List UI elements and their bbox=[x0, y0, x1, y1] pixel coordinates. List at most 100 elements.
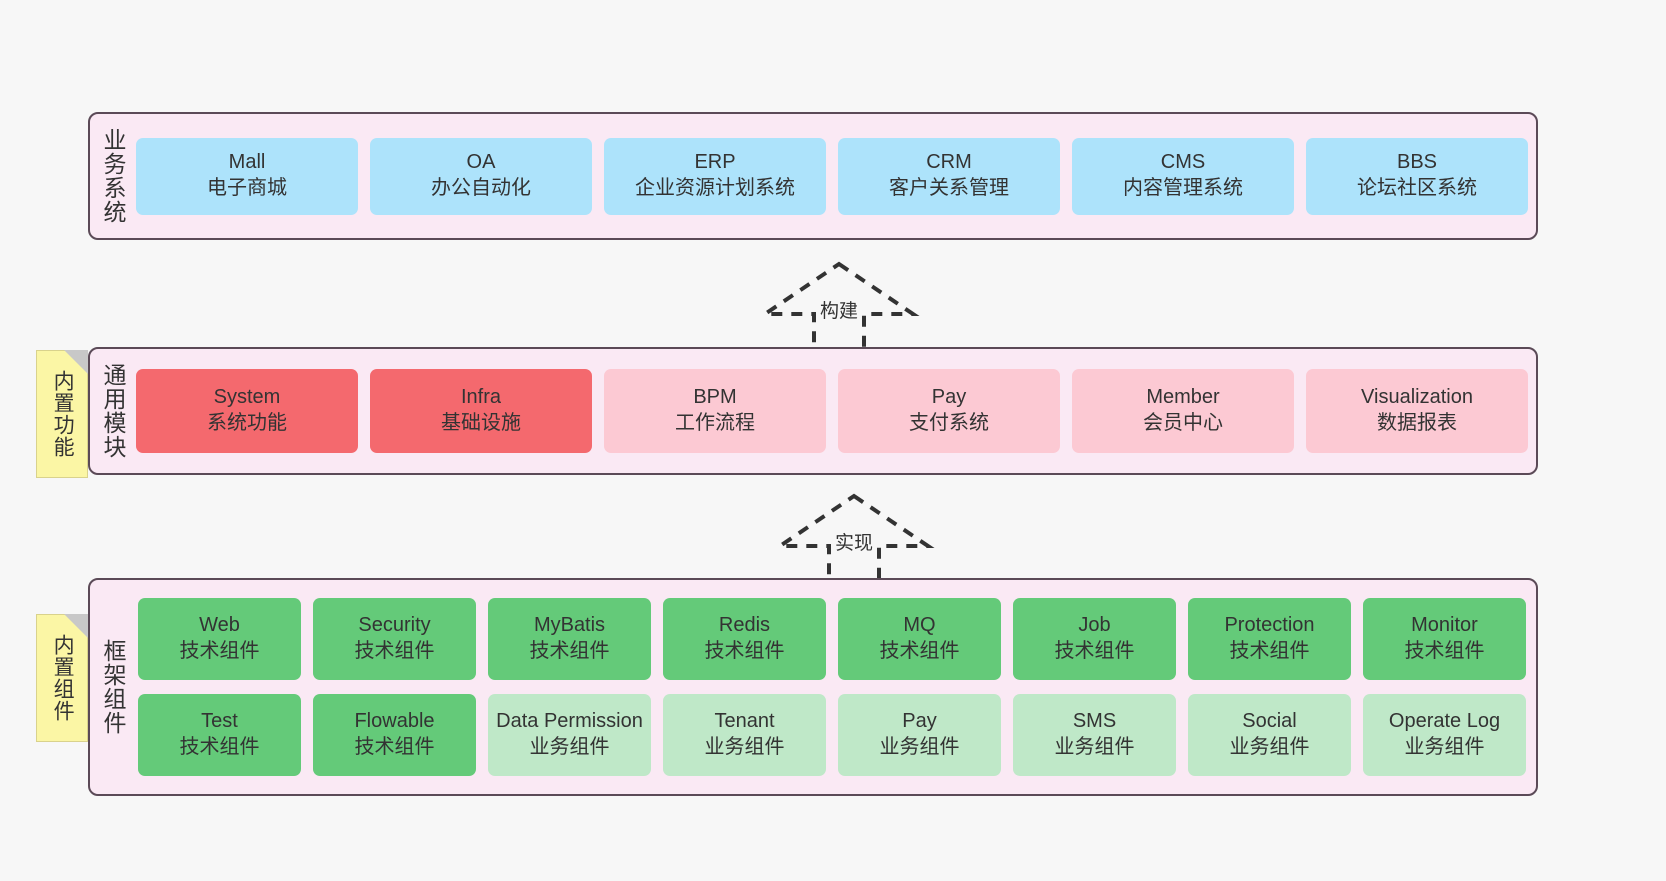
card-security-cn: 技术组件 bbox=[354, 640, 435, 662]
card-pay-module-en: Pay bbox=[931, 386, 967, 409]
card-erp-cn: 企业资源计划系统 bbox=[635, 177, 795, 199]
card-operate-log-en: Operate Log bbox=[1388, 710, 1501, 733]
card-web-cn: 技术组件 bbox=[179, 640, 260, 662]
card-redis[interactable]: Redis 技术组件 bbox=[663, 598, 826, 680]
card-job[interactable]: Job 技术组件 bbox=[1013, 598, 1176, 680]
card-tenant-en: Tenant bbox=[714, 710, 775, 733]
card-protection[interactable]: Protection 技术组件 bbox=[1188, 598, 1351, 680]
card-monitor[interactable]: Monitor 技术组件 bbox=[1363, 598, 1526, 680]
card-security-en: Security bbox=[358, 614, 431, 637]
card-monitor-cn: 技术组件 bbox=[1404, 640, 1485, 662]
card-redis-en: Redis bbox=[718, 614, 771, 637]
card-oa[interactable]: OA 办公自动化 bbox=[370, 137, 592, 215]
card-visualization-cn: 数据报表 bbox=[1377, 412, 1457, 434]
layer-business-systems[interactable]: 业务系统 Mall 电子商城 OA 办公自动化 ERP 企业资源计划系统 CRM… bbox=[88, 112, 1538, 240]
card-test-en: Test bbox=[201, 710, 238, 733]
card-web-en: Web bbox=[199, 614, 240, 637]
card-protection-en: Protection bbox=[1224, 614, 1315, 637]
card-system-en: System bbox=[213, 386, 281, 409]
card-job-cn: 技术组件 bbox=[1054, 640, 1135, 662]
card-visualization-en: Visualization bbox=[1361, 386, 1473, 409]
card-infra[interactable]: Infra 基础设施 bbox=[370, 369, 592, 453]
card-infra-cn: 基础设施 bbox=[441, 412, 521, 434]
card-flowable-en: Flowable bbox=[354, 710, 435, 733]
card-crm-en: CRM bbox=[926, 151, 972, 174]
card-sms[interactable]: SMS 业务组件 bbox=[1013, 694, 1176, 776]
card-social-en: Social bbox=[1242, 710, 1297, 733]
layer-body-framework: Web 技术组件 Security 技术组件 MyBatis 技术组件 Redi… bbox=[134, 580, 1536, 794]
card-data-permission-cn: 业务组件 bbox=[529, 736, 610, 758]
card-test[interactable]: Test 技术组件 bbox=[138, 694, 301, 776]
card-oa-cn: 办公自动化 bbox=[431, 177, 531, 199]
card-bbs[interactable]: BBS 论坛社区系统 bbox=[1306, 137, 1528, 215]
card-crm-cn: 客户关系管理 bbox=[889, 177, 1009, 199]
card-monitor-en: Monitor bbox=[1411, 614, 1478, 637]
card-pay-component-cn: 业务组件 bbox=[879, 736, 960, 758]
card-member[interactable]: Member 会员中心 bbox=[1072, 369, 1294, 453]
card-sms-en: SMS bbox=[1072, 710, 1117, 733]
card-data-permission-en: Data Permission bbox=[496, 710, 643, 733]
card-infra-en: Infra bbox=[460, 386, 502, 409]
card-mq-cn: 技术组件 bbox=[879, 640, 960, 662]
card-sms-cn: 业务组件 bbox=[1054, 736, 1135, 758]
card-bpm-cn: 工作流程 bbox=[675, 412, 755, 434]
card-social[interactable]: Social 业务组件 bbox=[1188, 694, 1351, 776]
card-test-cn: 技术组件 bbox=[179, 736, 260, 758]
card-mall-cn: 电子商城 bbox=[207, 177, 287, 199]
card-mybatis[interactable]: MyBatis 技术组件 bbox=[488, 598, 651, 680]
card-social-cn: 业务组件 bbox=[1229, 736, 1310, 758]
layer-body-business: Mall 电子商城 OA 办公自动化 ERP 企业资源计划系统 CRM 客户关系… bbox=[134, 114, 1536, 238]
card-cms-cn: 内容管理系统 bbox=[1123, 177, 1243, 199]
card-crm[interactable]: CRM 客户关系管理 bbox=[838, 137, 1060, 215]
layer-title-business: 业务系统 bbox=[99, 128, 126, 224]
card-pay-module-cn: 支付系统 bbox=[909, 412, 989, 434]
connector-realize: 实现 bbox=[764, 490, 944, 590]
card-bpm[interactable]: BPM 工作流程 bbox=[604, 369, 826, 453]
layer-framework-components[interactable]: 框架组件 Web 技术组件 Security 技术组件 MyBatis 技术组件… bbox=[88, 578, 1538, 796]
card-flowable[interactable]: Flowable 技术组件 bbox=[313, 694, 476, 776]
card-tenant[interactable]: Tenant 业务组件 bbox=[663, 694, 826, 776]
card-job-en: Job bbox=[1078, 614, 1111, 637]
card-oa-en: OA bbox=[466, 151, 496, 174]
build-arrow-outline bbox=[758, 261, 920, 356]
card-cms-en: CMS bbox=[1160, 151, 1206, 174]
layer-title-framework: 框架组件 bbox=[99, 639, 126, 735]
card-web[interactable]: Web 技术组件 bbox=[138, 598, 301, 680]
card-mybatis-cn: 技术组件 bbox=[529, 640, 610, 662]
card-pay-component-en: Pay bbox=[902, 710, 937, 733]
card-data-permission[interactable]: Data Permission 业务组件 bbox=[488, 694, 651, 776]
card-tenant-cn: 业务组件 bbox=[704, 736, 785, 758]
card-mybatis-en: MyBatis bbox=[533, 614, 606, 637]
card-pay-module[interactable]: Pay 支付系统 bbox=[838, 369, 1060, 453]
card-bbs-en: BBS bbox=[1396, 151, 1438, 174]
card-system[interactable]: System 系统功能 bbox=[136, 369, 358, 453]
layer-common-modules[interactable]: 通用模块 System 系统功能 Infra 基础设施 BPM 工作流程 Pay… bbox=[88, 347, 1538, 475]
card-operate-log-cn: 业务组件 bbox=[1404, 736, 1485, 758]
card-bpm-en: BPM bbox=[693, 386, 737, 409]
layer-title-modules: 通用模块 bbox=[99, 363, 126, 459]
card-member-en: Member bbox=[1146, 386, 1220, 409]
framework-biz-row: Test 技术组件 Flowable 技术组件 Data Permission … bbox=[138, 694, 1526, 776]
card-system-cn: 系统功能 bbox=[207, 412, 287, 434]
card-visualization[interactable]: Visualization 数据报表 bbox=[1306, 369, 1528, 453]
card-cms[interactable]: CMS 内容管理系统 bbox=[1072, 137, 1294, 215]
card-erp-en: ERP bbox=[694, 151, 736, 174]
card-operate-log[interactable]: Operate Log 业务组件 bbox=[1363, 694, 1526, 776]
card-mq[interactable]: MQ 技术组件 bbox=[838, 598, 1001, 680]
card-mall[interactable]: Mall 电子商城 bbox=[136, 137, 358, 215]
layer-body-modules: System 系统功能 Infra 基础设施 BPM 工作流程 Pay 支付系统… bbox=[134, 349, 1536, 473]
card-member-cn: 会员中心 bbox=[1143, 412, 1223, 434]
card-pay-component[interactable]: Pay 业务组件 bbox=[838, 694, 1001, 776]
card-mall-en: Mall bbox=[228, 151, 266, 174]
card-erp[interactable]: ERP 企业资源计划系统 bbox=[604, 137, 826, 215]
realize-arrow-outline bbox=[773, 493, 935, 588]
card-security[interactable]: Security 技术组件 bbox=[313, 598, 476, 680]
sticky-note-builtin-functions[interactable]: 内置功能 bbox=[36, 350, 88, 478]
card-flowable-cn: 技术组件 bbox=[354, 736, 435, 758]
connector-build: 构建 bbox=[749, 258, 929, 358]
sticky-note-builtin-components[interactable]: 内置组件 bbox=[36, 614, 88, 742]
card-mq-en: MQ bbox=[903, 614, 936, 637]
card-bbs-cn: 论坛社区系统 bbox=[1357, 177, 1477, 199]
card-redis-cn: 技术组件 bbox=[704, 640, 785, 662]
